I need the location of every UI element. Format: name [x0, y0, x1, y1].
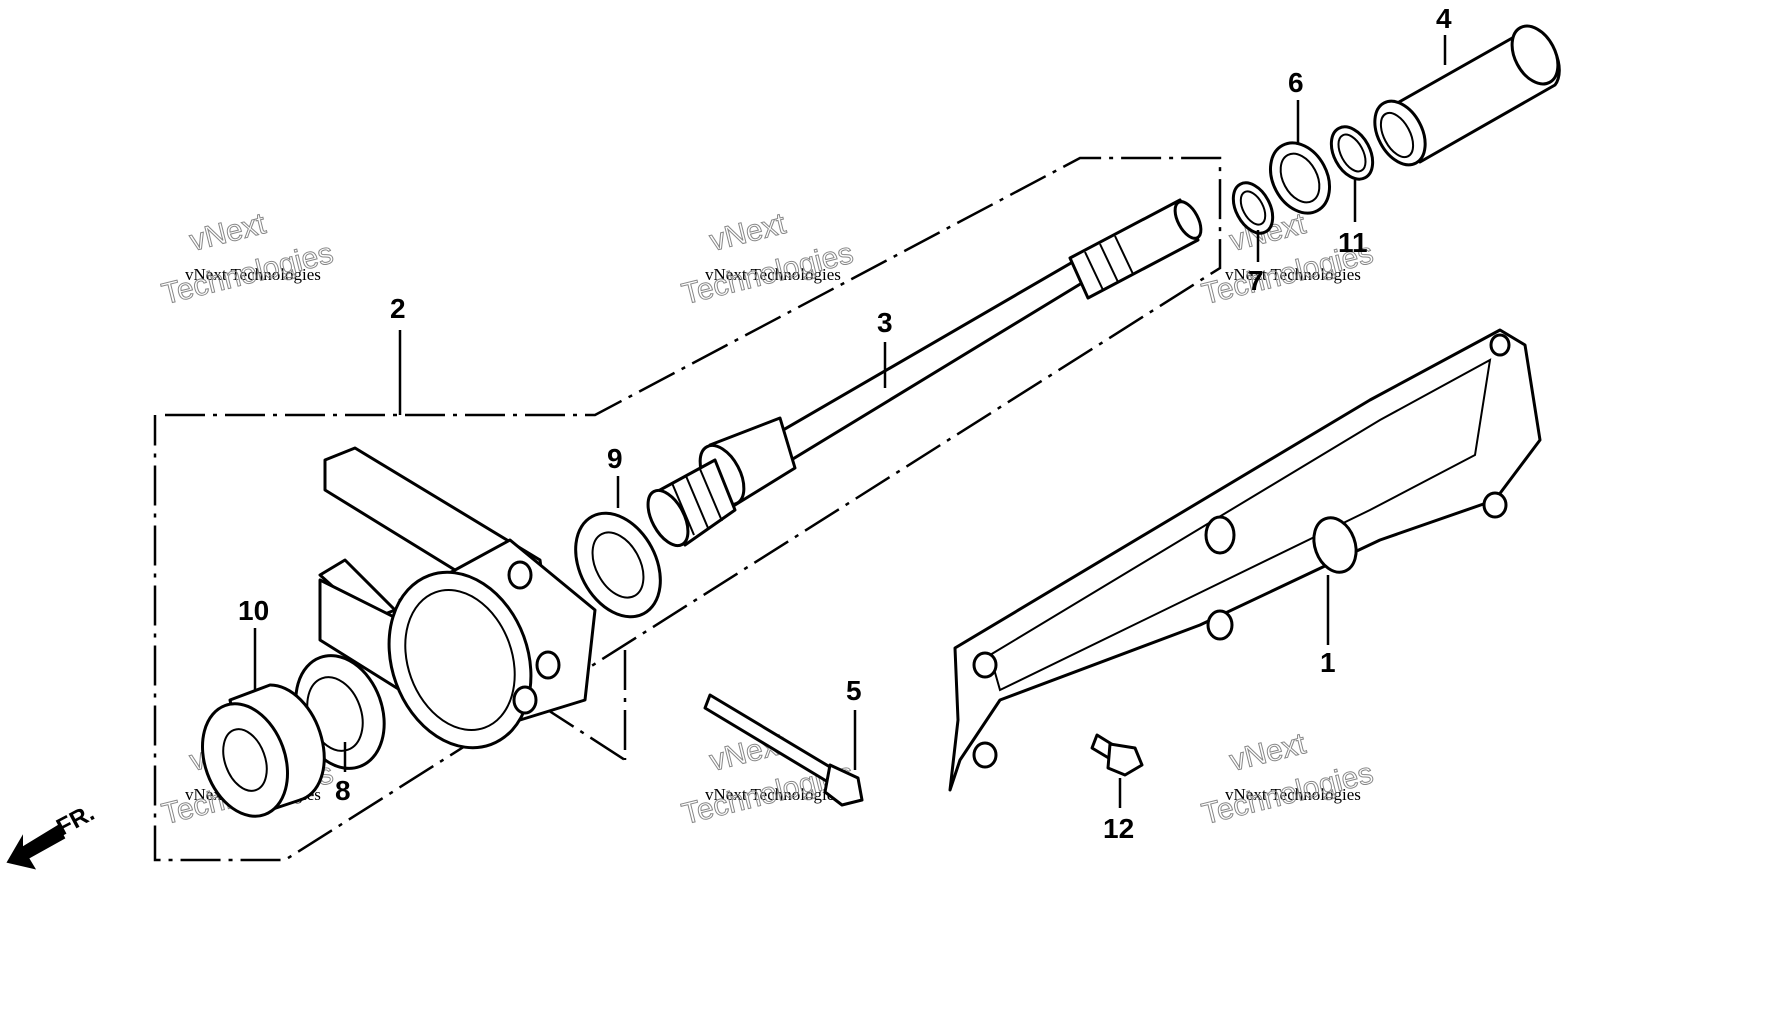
callout-11: 11 — [1338, 227, 1368, 258]
svg-text:vNext Technologies: vNext Technologies — [1225, 785, 1361, 804]
part-5-bolt — [703, 693, 864, 807]
front-direction-arrow: FR. — [6, 799, 99, 870]
callout-6: 6 — [1288, 67, 1304, 98]
svg-text:vNext: vNext — [1226, 727, 1309, 778]
svg-text:vNext Technologies: vNext Technologies — [185, 265, 321, 284]
svg-text:vNext: vNext — [186, 207, 269, 258]
part-12-small-bolt — [1090, 733, 1144, 777]
assembly-outline-inner-2 — [539, 703, 626, 762]
arrow-left-icon — [6, 824, 66, 870]
callout-10: 10 — [238, 595, 269, 626]
callout-5: 5 — [846, 675, 862, 706]
assembly-outline — [153, 156, 1222, 862]
svg-text:Technologies: Technologies — [1199, 757, 1377, 831]
svg-text:vNext: vNext — [706, 207, 789, 258]
part-3-drive-shaft — [646, 198, 1203, 548]
callout-1: 1 — [1320, 647, 1336, 678]
svg-text:vNext Technologies: vNext Technologies — [705, 785, 841, 804]
callout-9: 9 — [607, 443, 623, 474]
callout-2: 2 — [390, 293, 406, 324]
part-4-sleeve — [1373, 24, 1561, 167]
callout-8: 8 — [335, 775, 351, 806]
callout-4: 4 — [1436, 3, 1452, 34]
watermark-2: vNext vNext Technologies Technologies — [678, 207, 857, 312]
svg-text:vNext Technologies: vNext Technologies — [1225, 265, 1361, 284]
part-9-bearing — [574, 511, 662, 619]
callout-7: 7 — [1248, 265, 1264, 296]
watermark-6: vNext vNext Technologies Technologies — [1198, 727, 1377, 832]
svg-text:vNext Technologies: vNext Technologies — [705, 265, 841, 284]
part-6-ring — [1269, 141, 1331, 215]
callout-12: 12 — [1103, 813, 1134, 844]
part-1-cover — [948, 328, 1542, 792]
part-7-circlip — [1231, 181, 1275, 235]
part-2-housing — [318, 446, 597, 750]
part-10-oil-seal — [200, 683, 326, 818]
callout-3: 3 — [877, 307, 893, 338]
svg-text:Technologies: Technologies — [159, 237, 337, 311]
part-11-oring — [1329, 125, 1375, 181]
watermark-1: vNext vNext Technologies Technologies — [158, 207, 337, 312]
svg-text:Technologies: Technologies — [679, 237, 857, 311]
